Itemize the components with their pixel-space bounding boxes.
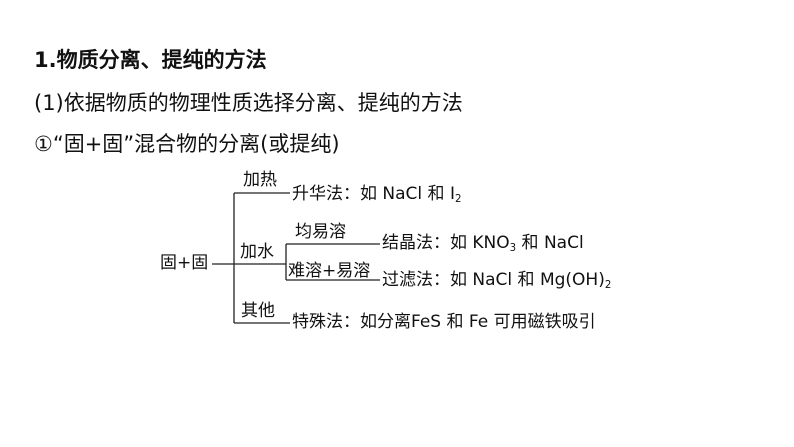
branch-heat-label: 加热 (243, 170, 277, 190)
sublimation-method: 升华法：如 NaCl 和 I2 (292, 186, 461, 205)
sublimation-text: 升华法：如 NaCl 和 I (292, 184, 455, 204)
crystallization-subscript: 3 (509, 243, 517, 255)
soluble-label: 均易溶 (295, 222, 346, 242)
crystallization-method: 结晶法：如 KNO3 和 NaCl (382, 235, 584, 254)
branch-other-label: 其他 (241, 301, 275, 321)
crystallization-text: 结晶法：如 KNO (382, 233, 510, 253)
mixed-solubility-label: 难溶+易溶 (288, 261, 371, 281)
special-method: 特殊法：如分离FeS 和 Fe 可用磁铁吸引 (292, 312, 596, 332)
item-title: ①“固+固”混合物的分离(或提纯) (34, 132, 340, 156)
section-heading: 1.物质分离、提纯的方法 (34, 48, 267, 72)
crystallization-suffix: 和 NaCl (516, 233, 584, 253)
filtration-method: 过滤法：如 NaCl 和 Mg(OH)2 (382, 272, 611, 291)
filtration-subscript: 2 (604, 280, 612, 292)
subheading: (1)依据物质的物理性质选择分离、提纯的方法 (34, 91, 463, 115)
filtration-text: 过滤法：如 NaCl 和 Mg(OH) (382, 270, 605, 290)
diagram-root: 固+固 (160, 253, 209, 273)
branch-water-label: 加水 (240, 242, 274, 262)
sublimation-subscript: 2 (454, 194, 462, 206)
